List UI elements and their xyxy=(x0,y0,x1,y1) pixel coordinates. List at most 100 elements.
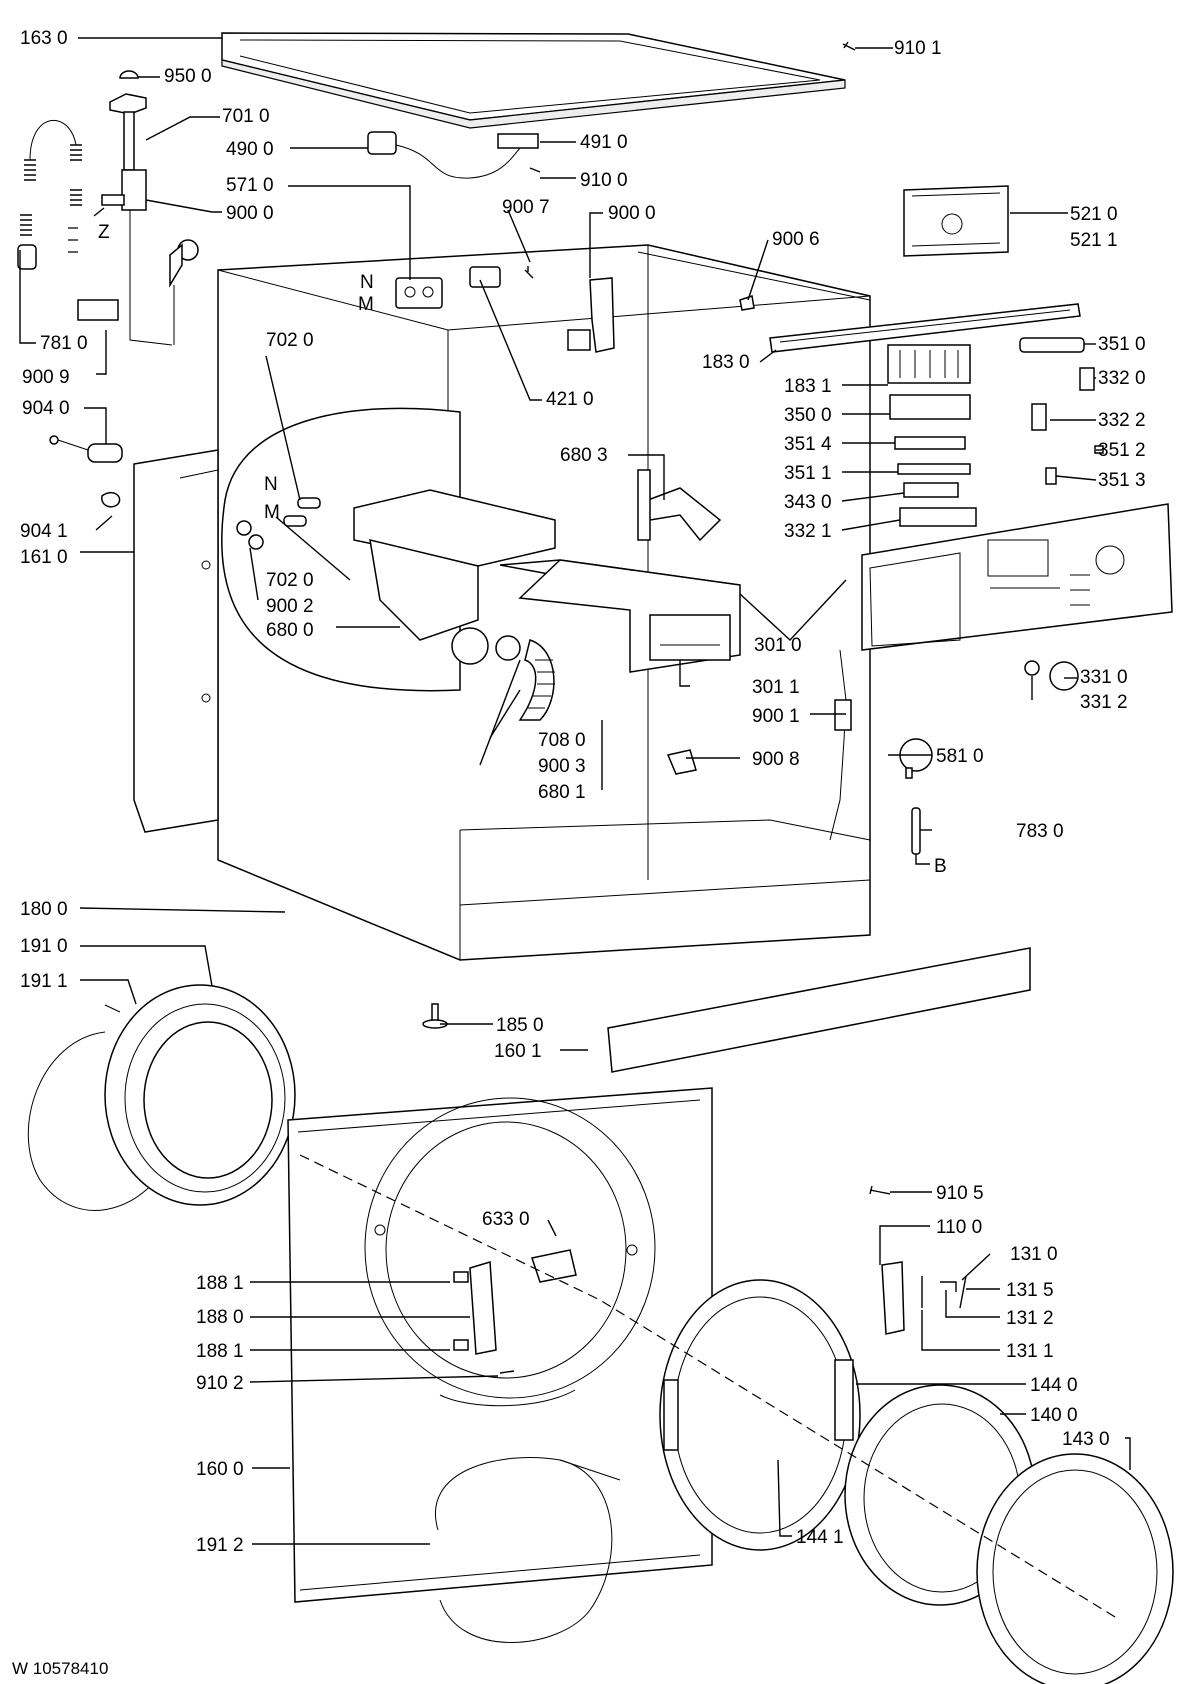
label-301-1: 301 1 xyxy=(752,677,800,698)
leader-lines xyxy=(19,37,1131,1545)
cabinet-part xyxy=(217,244,871,961)
label-900-3: 900 3 xyxy=(538,756,586,777)
door-inner-frame-part xyxy=(659,1279,861,1551)
label-910-0: 910 0 xyxy=(580,170,628,191)
door-handle-part xyxy=(881,1261,905,1335)
hose-n xyxy=(297,497,321,509)
label-144-1: 144 1 xyxy=(796,1527,844,1548)
dispenser-drawer-part xyxy=(499,559,741,673)
control-rail-part xyxy=(769,303,1081,353)
label-680-1: 680 1 xyxy=(538,782,586,803)
screw-910-5 xyxy=(869,1185,891,1195)
top-cover-part xyxy=(221,32,846,129)
label-781-0: 781 0 xyxy=(40,333,88,354)
front-panel-part xyxy=(287,1087,713,1603)
label-331-0: 331 0 xyxy=(1080,667,1128,688)
label-110-0: 110 0 xyxy=(936,1217,982,1238)
inlet-valve-part xyxy=(395,277,443,309)
label-140-0: 140 0 xyxy=(1030,1405,1078,1426)
screw-910-1 xyxy=(842,41,856,51)
screw-910-0 xyxy=(529,167,541,173)
label-421-0: 421 0 xyxy=(546,389,594,410)
label-332-2: 332 2 xyxy=(1098,410,1146,431)
label-910-1: 910 1 xyxy=(894,38,942,59)
label-351-1: 351 1 xyxy=(784,463,832,484)
label-161-0: 161 0 xyxy=(20,547,68,568)
harness-part xyxy=(829,649,847,841)
control-rail-detail xyxy=(779,309,1071,343)
label-491-0: 491 0 xyxy=(580,132,628,153)
part-332-1 xyxy=(899,507,977,527)
inlet-valve-assembly-part xyxy=(101,93,173,346)
clamp-2 xyxy=(248,534,264,550)
pin-part xyxy=(911,807,921,855)
clip-900-7 xyxy=(524,266,534,279)
label-131-5: 131 5 xyxy=(1006,1280,1054,1301)
label-950-0: 950 0 xyxy=(164,66,212,87)
label-351-0: 351 0 xyxy=(1098,334,1146,355)
label-n-valve: N xyxy=(360,272,374,293)
clip-900-8 xyxy=(666,749,697,775)
springs-part xyxy=(17,120,82,270)
part-351-1 xyxy=(897,463,971,475)
part-351-4 xyxy=(894,436,966,450)
label-910-5: 910 5 xyxy=(936,1183,984,1204)
label-900-2: 900 2 xyxy=(266,596,314,617)
label-n-hose: N xyxy=(264,474,278,495)
latch-parts xyxy=(921,1275,967,1309)
bracket-900-9 xyxy=(77,299,119,321)
control-panel-front-part xyxy=(861,503,1173,651)
door-lock-part xyxy=(531,1249,577,1283)
label-191-0: 191 0 xyxy=(20,936,68,957)
label-490-0: 490 0 xyxy=(226,139,274,160)
label-143-0: 143 0 xyxy=(1062,1429,1110,1450)
label-188-1-bottom: 188 1 xyxy=(196,1341,244,1362)
door-outer-frame-part xyxy=(976,1453,1174,1684)
label-900-8: 900 8 xyxy=(752,749,800,770)
part-332-2 xyxy=(1031,403,1047,431)
label-900-9: 900 9 xyxy=(22,367,70,388)
label-144-0: 144 0 xyxy=(1030,1375,1078,1396)
shock-pin-part xyxy=(49,435,123,508)
label-350-0: 350 0 xyxy=(784,405,832,426)
label-180-0: 180 0 xyxy=(20,899,68,920)
label-m-valve: M xyxy=(358,294,374,315)
bracket-900-0 xyxy=(567,277,615,353)
power-cable-part xyxy=(367,131,521,179)
label-183-0: 183 0 xyxy=(702,352,750,373)
label-191-2: 191 2 xyxy=(196,1535,244,1556)
label-351-3: 351 3 xyxy=(1098,470,1146,491)
label-331-2: 331 2 xyxy=(1080,692,1128,713)
label-701-0: 701 0 xyxy=(222,106,270,127)
hose-connector-part xyxy=(169,239,199,345)
part-351-0 xyxy=(1019,337,1085,353)
label-332-1: 332 1 xyxy=(784,521,832,542)
label-z: Z xyxy=(98,222,110,243)
filter-491-0 xyxy=(497,133,539,149)
label-160-0: 160 0 xyxy=(196,1459,244,1480)
door-porthole-part xyxy=(27,984,296,1211)
door-seal-part xyxy=(435,1457,621,1643)
part-labels: 163 0 910 1 950 0 701 0 490 0 491 0 571 … xyxy=(20,28,1146,1556)
footer-code: W 10578410 xyxy=(12,1659,108,1678)
label-521-1: 521 1 xyxy=(1070,230,1118,251)
hose-m xyxy=(283,515,307,527)
clamp-1 xyxy=(236,520,252,536)
label-900-0-left: 900 0 xyxy=(226,203,274,224)
label-b: B xyxy=(934,856,947,877)
label-680-3: 680 3 xyxy=(560,445,608,466)
part-680-3-bar xyxy=(637,469,651,541)
label-188-0: 188 0 xyxy=(196,1307,244,1328)
board-part xyxy=(887,344,971,384)
label-904-0: 904 0 xyxy=(22,398,70,419)
label-301-0: 301 0 xyxy=(754,635,802,656)
label-910-2: 910 2 xyxy=(196,1373,244,1394)
part-350-0 xyxy=(889,394,971,420)
timer-pin xyxy=(905,767,913,779)
label-783-0: 783 0 xyxy=(1016,821,1064,842)
label-571-0: 571 0 xyxy=(226,175,274,196)
cap-part xyxy=(119,70,139,79)
part-332-0 xyxy=(1079,367,1095,391)
label-702-0-top: 702 0 xyxy=(266,330,314,351)
